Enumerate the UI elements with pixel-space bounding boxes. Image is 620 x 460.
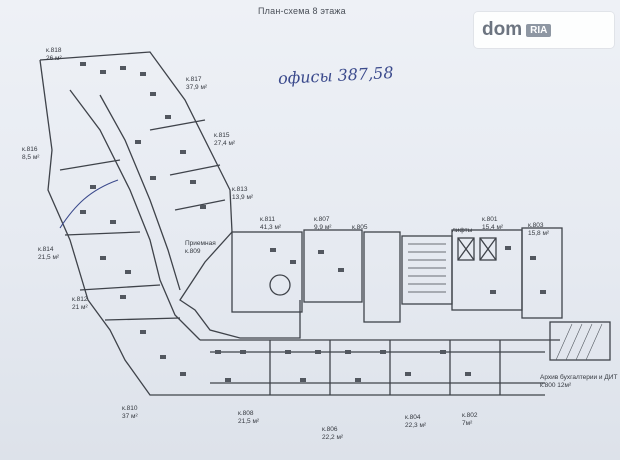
domria-watermark: dom RIA (474, 12, 614, 48)
lifts-label: лифты (452, 227, 473, 234)
watermark-brand: dom (482, 19, 523, 40)
document-title: План-схема 8 этажа (258, 6, 346, 16)
outer-walls (39, 51, 611, 396)
watermark-badge: RIA (526, 23, 552, 37)
room-label: к.805 (352, 224, 368, 231)
furniture-marks (80, 62, 546, 382)
archive-hatching (555, 323, 603, 361)
handdrawn-arrow (59, 179, 119, 229)
